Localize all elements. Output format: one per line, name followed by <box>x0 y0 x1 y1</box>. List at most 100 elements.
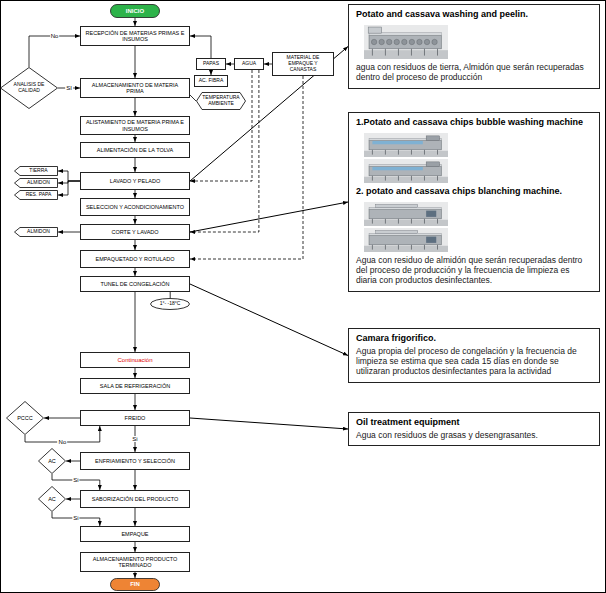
flow-connector <box>58 181 80 195</box>
callout-box: Potato and cassava washing and peelin.ag… <box>348 4 600 89</box>
step-label: RECEPCIÓN DE MATERIAS PRIMAS E INSUMOS <box>84 30 186 43</box>
flow-connector <box>135 508 136 526</box>
process-box: FREIDO <box>80 410 190 426</box>
machine-body <box>369 209 441 219</box>
process-box: CORTE Y LAVADO <box>80 224 190 240</box>
photo-frame <box>364 25 448 59</box>
callout-text: Agua con residuo de almidón que serán re… <box>356 255 592 286</box>
step-label: TUNEL DE CONGELACIÓN <box>100 281 169 287</box>
input-connector <box>190 70 252 181</box>
flow-connector <box>66 499 80 500</box>
machine-roller <box>402 39 407 44</box>
flow-connector <box>135 158 136 172</box>
machine-leg <box>411 149 412 154</box>
process-box: EMPAQUETADO Y ROTULADO <box>80 250 190 268</box>
flow-connector <box>135 572 136 578</box>
step-label: PCCC <box>17 415 33 421</box>
machine-hood <box>376 230 418 233</box>
process-box: ALIMENTACIÓN DE LA TOLVA <box>80 142 190 158</box>
flow-connector <box>135 268 136 276</box>
diamond-shape <box>1 68 58 109</box>
process-box: PAPAS <box>196 58 226 70</box>
machine-photo-art <box>364 202 448 252</box>
machine-hood <box>376 204 418 207</box>
step-label: 1°- -18°C <box>160 301 181 307</box>
machine-photo <box>364 25 448 59</box>
terminal-shape <box>111 5 160 18</box>
flow-connector <box>66 461 80 462</box>
process-box: SALA DE REFRIGERACIÓN <box>80 378 190 394</box>
machine-photo-art <box>364 25 448 59</box>
hex-shape <box>197 93 246 110</box>
machine-leg <box>437 175 438 180</box>
machine-leg <box>411 175 412 180</box>
machine-leg <box>385 244 386 249</box>
diamond-shape <box>7 402 44 435</box>
machine-roller <box>432 39 437 44</box>
step-label: FIN <box>130 581 140 588</box>
step-label: ALMACENAMIENTO PRODUCTO TERMINADO <box>84 556 186 569</box>
machine-photo <box>364 202 448 252</box>
callout-arrow <box>190 47 348 182</box>
output-tag: RES. PAPA <box>14 190 58 200</box>
photo-floor <box>364 50 448 59</box>
step-label: AC. FIBRA <box>199 78 223 84</box>
machine-leg <box>398 218 399 223</box>
step-label: TIERRA <box>29 168 47 174</box>
process-box: ALISTAMIENTO DE MATERIA PRIMA E INSUMOS <box>80 116 190 135</box>
machine-body <box>369 235 441 245</box>
output-tag: TIERRA <box>14 166 58 176</box>
callout-arrow <box>190 202 348 232</box>
photo-floor <box>364 177 448 183</box>
step-label: PAPAS <box>203 61 219 67</box>
flow-connector <box>58 171 80 181</box>
machine-leg <box>398 244 399 249</box>
machine-leg <box>398 175 399 180</box>
step-label: AGUA <box>242 61 256 67</box>
machine-roller <box>386 39 391 44</box>
process-box: SELECCION Y ACONDICIONAMIENTO <box>80 198 190 216</box>
temperature-oval: 1°- -18°C <box>150 298 190 310</box>
output-tag: ALMIDON <box>14 227 58 237</box>
process-box: ENFRIAMIENTO Y SELECCIÓN <box>80 452 190 470</box>
edge-label: No <box>58 439 68 445</box>
decision-diamond: AC <box>38 486 66 512</box>
machine-leg <box>424 48 425 55</box>
process-box: SABORIZACIÓN DEL PRODUCTO <box>80 490 190 508</box>
callout-text: agua con residuos de tierra, Almidón que… <box>356 62 592 82</box>
machine-roller <box>417 39 422 44</box>
callout-box: Oil treatment equipmentAgua con residuos… <box>348 412 600 446</box>
flow-connector <box>135 368 136 378</box>
photo-background <box>364 25 448 59</box>
machine-panel <box>426 210 436 216</box>
step-label: EMPAQUETADO Y ROTULADO <box>95 256 174 262</box>
step-label: AC <box>48 496 56 502</box>
machine-leg <box>411 244 412 249</box>
flow-connector <box>44 418 80 419</box>
diamond-shape <box>39 449 66 474</box>
machine-photo <box>364 133 448 183</box>
output-tag: ALMIDON <box>14 178 58 188</box>
flow-connector <box>135 470 136 490</box>
input-connector <box>190 70 259 232</box>
flow-connector <box>58 232 80 233</box>
pent-shape <box>15 179 58 188</box>
machine-water <box>372 167 422 170</box>
callout-heading: 2. potato and cassava chips blanching ma… <box>356 186 592 197</box>
machine-roller <box>379 39 384 44</box>
machine-leg <box>411 218 412 223</box>
step-label: EMPAQUE <box>121 531 148 537</box>
callout-heading: Oil treatment equipment <box>356 417 592 428</box>
machine-leg <box>372 48 373 55</box>
step-label: TEMPERATURA AMBIENTE <box>202 95 240 107</box>
photo-frame <box>364 202 448 226</box>
decision-diamond: AC <box>38 448 66 474</box>
machine-photo-art <box>364 133 448 183</box>
machine-leg <box>437 218 438 223</box>
machine-leg <box>372 218 373 223</box>
flow-connector <box>190 36 211 58</box>
process-box: TUNEL DE CONGELACIÓN <box>80 276 190 292</box>
callout-arrow <box>190 418 348 429</box>
flow-connector <box>135 240 136 250</box>
